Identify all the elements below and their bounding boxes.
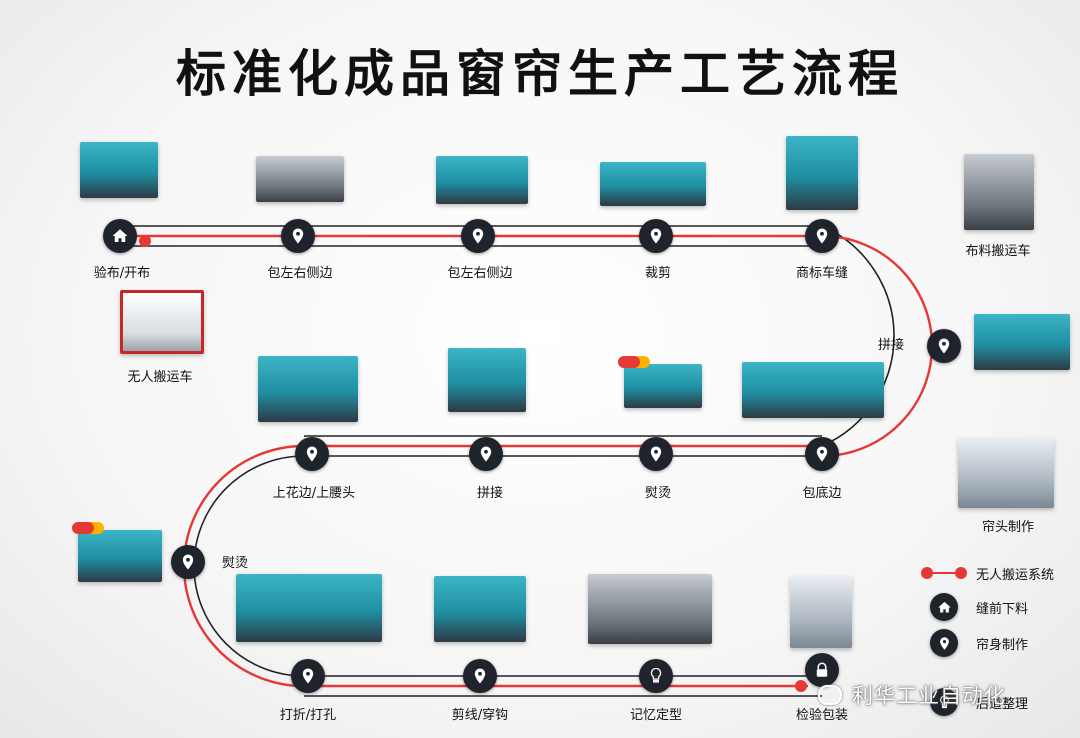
memory-shaping-machine-image xyxy=(588,574,712,644)
step-label: 包底边 xyxy=(802,486,842,501)
bulb-icon xyxy=(650,667,662,683)
home-icon-badge xyxy=(930,593,958,621)
step-label: 拼接 xyxy=(878,338,905,353)
wechat-icon xyxy=(818,685,842,705)
watermark-text: 利华工业自动化 xyxy=(852,684,1006,708)
page-title: 标准化成品窗帘生产工艺流程 xyxy=(176,44,904,103)
location-pin-icon xyxy=(302,668,314,684)
step-label: 上花边/上腰头 xyxy=(272,486,356,501)
legend-agv-system: 无人搬运系统 xyxy=(920,561,1054,585)
start-dot xyxy=(139,235,151,247)
ironing-table-2-image xyxy=(72,522,162,582)
legend-rear-finish: 后道整理 xyxy=(920,688,1029,716)
bulb-icon xyxy=(939,695,949,708)
location-pin-icon xyxy=(474,668,486,684)
step-label: 包左右侧边 xyxy=(447,266,513,281)
location-pin-icon xyxy=(650,228,662,244)
label-sewing-machine-image xyxy=(786,136,858,210)
step-label: 打折/打孔 xyxy=(279,708,337,723)
header-making-machine-image xyxy=(958,438,1054,508)
step-label: 熨烫 xyxy=(222,556,249,571)
side-hemming-machine-2-image xyxy=(436,156,528,204)
step-label: 验布/开布 xyxy=(93,266,151,281)
location-pin-icon xyxy=(816,446,828,462)
step-node-thread-trimming xyxy=(463,659,497,693)
home-icon xyxy=(112,229,128,242)
location-pin-icon xyxy=(306,446,318,462)
fabric-cart-image xyxy=(964,154,1034,230)
legend-label: 帘身制作 xyxy=(976,637,1029,653)
step-label: 裁剪 xyxy=(644,266,672,281)
fabric-cart-label: 布料搬运车 xyxy=(965,244,1031,259)
step-label: 拼接 xyxy=(476,486,504,501)
watermark: 利华工业自动化 xyxy=(818,680,1006,710)
step-node-inspection-packing xyxy=(805,653,839,687)
location-pin-icon xyxy=(938,338,950,354)
red-line-dots-icon xyxy=(921,567,967,579)
inspection-machine-image xyxy=(80,142,158,198)
legend-label: 后道整理 xyxy=(976,696,1029,712)
location-pin-icon xyxy=(650,446,662,462)
step-node-cutting xyxy=(639,219,673,253)
lace-machine-image xyxy=(258,356,358,422)
home-icon xyxy=(937,601,951,612)
ironing-table-image xyxy=(618,356,702,408)
step-node-bottom-hem xyxy=(805,437,839,471)
lock-icon xyxy=(816,662,828,677)
step-label: 检验包装 xyxy=(795,708,849,723)
step-label: 剪线/穿钩 xyxy=(451,708,509,723)
location-pin-icon xyxy=(182,554,194,570)
splicing-table-image xyxy=(448,348,526,412)
legend-label: 无人搬运系统 xyxy=(976,567,1055,583)
step-node-ironing-2 xyxy=(171,545,205,579)
pleating-machine-image xyxy=(236,574,382,642)
location-pin-icon xyxy=(480,446,492,462)
legend-pre-sewing: 缝前下料 xyxy=(920,593,1029,621)
location-pin-icon xyxy=(472,228,484,244)
step-node-splicing-right xyxy=(927,329,961,363)
cutting-machine-image xyxy=(600,162,706,206)
location-pin-icon xyxy=(816,228,828,244)
step-label: 包左右侧边 xyxy=(267,266,333,281)
step-node-lace xyxy=(295,437,329,471)
agv-label: 无人搬运车 xyxy=(127,370,193,385)
step-node-side-hem-2 xyxy=(461,219,495,253)
step-label: 记忆定型 xyxy=(629,708,683,723)
legend-label: 缝前下料 xyxy=(976,601,1029,617)
step-node-pleating xyxy=(291,659,325,693)
step-node-inspection xyxy=(103,219,137,253)
thread-trimming-machine-image xyxy=(434,576,526,642)
step-label: 商标车缝 xyxy=(795,266,849,281)
bulb-icon-badge xyxy=(930,688,958,716)
step-node-splicing xyxy=(469,437,503,471)
splicing-machine-image xyxy=(974,314,1070,370)
step-node-ironing-1 xyxy=(639,437,673,471)
inspection-packing-machine-image xyxy=(790,576,852,648)
end-dot xyxy=(795,680,807,692)
legend-body-making: 帘身制作 xyxy=(920,629,1029,657)
header-making-label: 帘头制作 xyxy=(981,520,1035,535)
bottom-hemming-machine-image xyxy=(742,362,884,418)
side-hemming-machine-image xyxy=(256,156,344,202)
location-pin-icon-badge xyxy=(930,629,958,657)
step-node-memory-shaping xyxy=(639,659,673,693)
step-node-side-hem-1 xyxy=(281,219,315,253)
location-pin-icon xyxy=(292,228,304,244)
location-pin-icon xyxy=(939,636,949,650)
step-node-label-sewing xyxy=(805,219,839,253)
step-label: 熨烫 xyxy=(644,486,672,501)
track-curve-right xyxy=(821,225,895,447)
agv-image xyxy=(120,290,204,354)
